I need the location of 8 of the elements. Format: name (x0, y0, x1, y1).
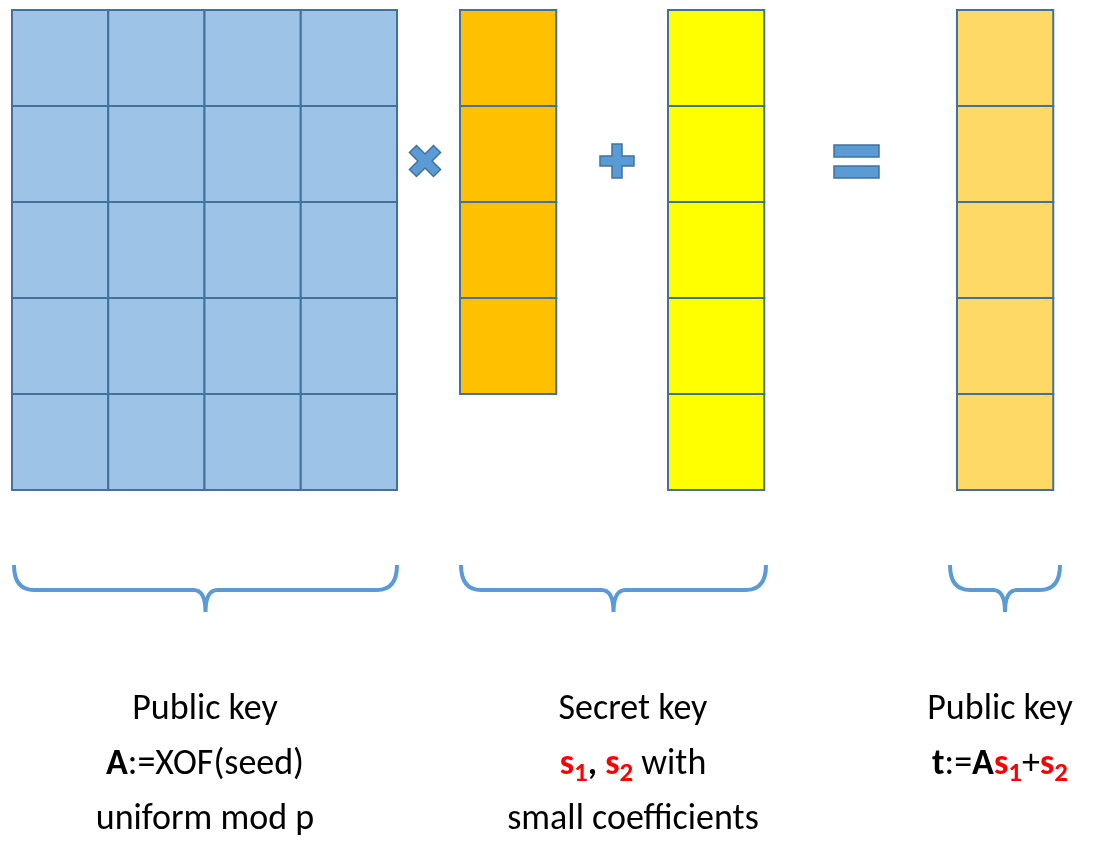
caption-text: Public key (927, 685, 1073, 729)
caption-text: A:=XOF(seed) (105, 740, 305, 784)
caption-text: Secret key (558, 685, 708, 729)
caption-text: small coefficients (507, 795, 759, 839)
caption-text: s$_{1}$, s$_{2}$ with (559, 740, 707, 784)
caption-text: t:=As$_{1}$+s$_{2}$ (932, 740, 1068, 784)
caption-text: Public key (132, 685, 278, 729)
caption-text: uniform mod p (95, 795, 315, 839)
